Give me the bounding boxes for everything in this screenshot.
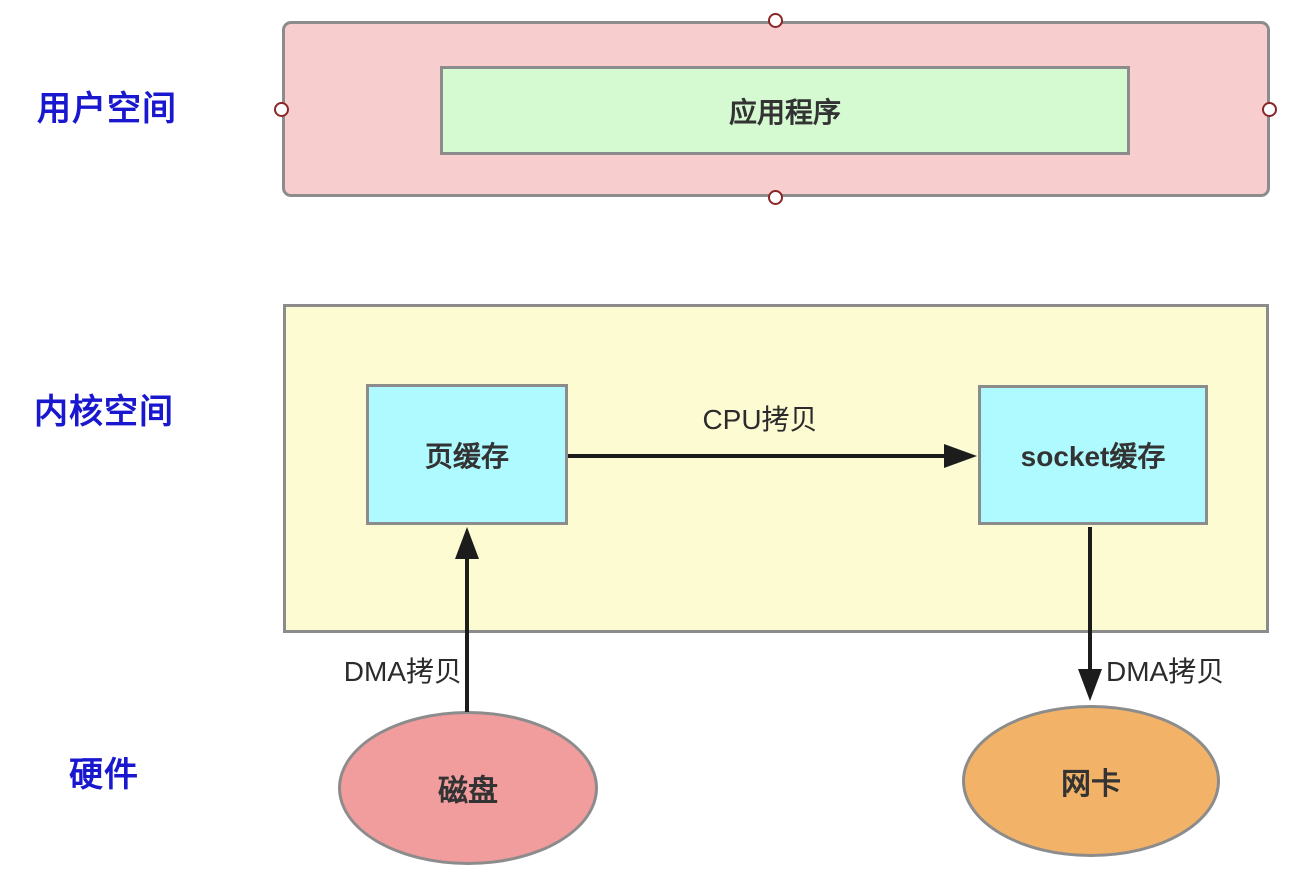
nic-node-label: 网卡	[1061, 768, 1121, 801]
application-node-label: 应用程序	[728, 96, 841, 128]
user-space-zone-label[interactable]: 用户空间	[37, 90, 177, 128]
selection-handle-bottom[interactable]	[768, 190, 783, 205]
kernel-space-zone-label[interactable]: 内核空间	[34, 393, 174, 431]
dma-copy-disk-edge-label[interactable]: DMA拷贝	[343, 656, 462, 687]
socket-buffer-node[interactable]: socket缓存	[978, 385, 1208, 525]
disk-node-label: 磁盘	[438, 775, 498, 808]
dma-copy-nic-edge-label[interactable]: DMA拷贝	[1106, 656, 1225, 687]
selection-handle-right[interactable]	[1262, 102, 1277, 117]
hardware-zone-label[interactable]: 硬件	[69, 756, 139, 794]
socket-buffer-node-label: socket缓存	[1020, 441, 1166, 472]
nic-node[interactable]: 网卡	[962, 705, 1220, 857]
disk-node[interactable]: 磁盘	[338, 711, 598, 865]
page-cache-node-label: 页缓存	[424, 440, 509, 472]
page-cache-node[interactable]: 页缓存	[366, 384, 568, 525]
selection-handle-top[interactable]	[768, 13, 783, 28]
cpu-copy-edge-label[interactable]: CPU拷贝	[702, 404, 818, 435]
selection-handle-left[interactable]	[274, 102, 289, 117]
application-node[interactable]: 应用程序	[440, 66, 1130, 155]
